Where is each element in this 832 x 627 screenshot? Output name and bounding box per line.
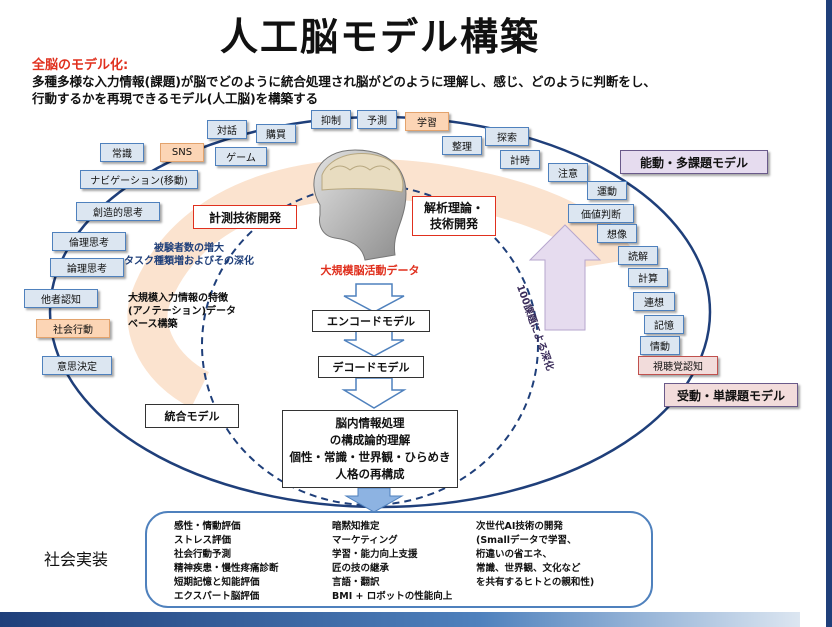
- encode-model-box: エンコードモデル: [312, 310, 430, 332]
- apps-col2-item: マーケティング: [332, 535, 398, 546]
- social-panel: [145, 511, 653, 608]
- big-brain-data-label: 大規模脳活動データ: [320, 264, 420, 277]
- left-note-line-1: 被験者数の増大: [154, 243, 224, 254]
- left-note-line-2: タスク種類増およびその深化: [124, 256, 254, 267]
- apps-col1-item: 社会行動予測: [174, 549, 232, 560]
- task-box-value-judgment: 価値判断: [568, 204, 634, 223]
- cycle-arrow-left: [127, 293, 210, 408]
- intro-line-1: 多種多様な入力情報(課題)が脳でどのように統合処理され脳がどのように理解し、感じ…: [32, 74, 656, 89]
- apps-col2-item: 学習・能力向上支援: [332, 549, 418, 560]
- human-head-brain-icon: [313, 149, 407, 261]
- task-box-decision: 意思決定: [42, 356, 112, 375]
- analysis-dev-line-1: 解析理論・: [423, 201, 484, 215]
- apps-column-2: 暗黙知推定 マーケティング 学習・能力向上支援 匠の技の継承 言語・翻訳 BMI…: [332, 520, 452, 604]
- apps-col3-item: 桁違いの省エネ、: [476, 549, 553, 560]
- passive-single-task-model: 受動・単課題モデル: [664, 383, 798, 407]
- task-box-game: ゲーム: [215, 147, 267, 166]
- task-box-navigation: ナビゲーション(移動): [80, 170, 198, 189]
- integration-model-box: 統合モデル: [145, 404, 239, 428]
- task-box-social-behavior: 社会行動: [36, 319, 110, 338]
- brain-info-line-3: 個性・常識・世界観・ひらめき: [289, 450, 451, 464]
- brain-info-line-2: の構成論的理解: [329, 433, 411, 447]
- apps-col1-item: 感性・情動評価: [174, 521, 241, 532]
- apps-col1-item: 短期記憶と知能評価: [174, 577, 260, 588]
- db-note-line-3: ベース構築: [128, 319, 178, 330]
- task-box-timing: 計時: [500, 150, 540, 169]
- apps-col3-item: (Smallデータで学習、: [476, 535, 577, 546]
- decode-model-box: デコードモデル: [318, 356, 424, 378]
- flow-arrow-2: [343, 329, 405, 357]
- task-box-common-sense: 常識: [100, 143, 144, 162]
- task-box-dialogue: 対話: [207, 120, 247, 139]
- task-box-purchase: 購買: [256, 124, 296, 143]
- task-box-creative-thinking: 創造的思考: [76, 202, 160, 221]
- task-box-search: 探索: [485, 127, 529, 146]
- apps-col2-item: 暗黙知推定: [332, 521, 380, 532]
- flow-arrow-1: [343, 283, 405, 313]
- right-edge-bar: [826, 0, 832, 627]
- apps-column-3: 次世代AI技術の開発 (Smallデータで学習、 桁違いの省エネ、 常識、世界観…: [476, 520, 594, 590]
- flow-arrow-3: [341, 377, 407, 409]
- task-box-audiovisual: 視聴覚認知: [638, 356, 718, 375]
- intro-line-2: 行動するかを再現できるモデル(人工脳)を構築する: [32, 91, 319, 106]
- task-box-other-cognition: 他者認知: [24, 289, 98, 308]
- arrow-depth-right: [528, 224, 602, 331]
- db-note-line-2: (アノテーション)データ: [128, 306, 237, 317]
- db-note-line-1: 大規模入力情報の特徴: [128, 293, 228, 304]
- task-box-ethical-thinking: 倫理思考: [52, 232, 126, 251]
- footer-bar: [0, 612, 800, 627]
- apps-col1-item: エクスパート脳評価: [174, 591, 260, 602]
- apps-col2-item: 言語・翻訳: [332, 577, 380, 588]
- task-box-imagination: 想像: [597, 224, 637, 243]
- task-box-prediction: 予測: [357, 110, 397, 129]
- left-note-subjects: 被験者数の増大 タスク種類増およびその深化: [124, 242, 254, 268]
- task-box-calculation: 計算: [628, 268, 668, 287]
- apps-col3-item: を共有するヒトとの親和性): [476, 577, 595, 588]
- task-box-emotion: 情動: [640, 336, 680, 355]
- analysis-dev-box: 解析理論・ 技術開発: [412, 196, 496, 236]
- task-box-reading: 読解: [618, 246, 658, 265]
- brain-info-line-4: 人格の再構成: [335, 467, 405, 481]
- task-box-association: 連想: [633, 292, 675, 311]
- task-box-logical-thinking: 論理思考: [50, 258, 124, 277]
- apps-col2-item: 匠の技の継承: [332, 563, 390, 574]
- task-box-learning: 学習: [405, 112, 449, 131]
- task-box-motion: 運動: [587, 181, 627, 200]
- social-implementation-label: 社会実装: [44, 550, 109, 569]
- brain-info-box: 脳内情報処理 の構成論的理解 個性・常識・世界観・ひらめき 人格の再構成: [282, 410, 458, 488]
- apps-col3-item: 常識、世界観、文化など: [476, 563, 581, 574]
- analysis-dev-line-2: 技術開発: [429, 217, 478, 231]
- task-box-sns: SNS: [160, 143, 204, 162]
- apps-col1-item: ストレス評価: [174, 535, 232, 546]
- page-title: 人工脳モデル構築: [219, 15, 540, 59]
- task-box-memory: 記憶: [644, 315, 684, 334]
- measurement-dev-box: 計測技術開発: [193, 205, 297, 229]
- apps-column-1: 感性・情動評価 ストレス評価 社会行動予測 精神疾患・慢性疼痛診断 短期記憶と知…: [174, 520, 279, 604]
- flow-arrow-4: [344, 487, 404, 513]
- task-box-inhibition: 抑制: [311, 110, 351, 129]
- apps-col1-item: 精神疾患・慢性疼痛診断: [174, 563, 279, 574]
- task-box-attention: 注意: [548, 163, 588, 182]
- task-box-organize: 整理: [442, 136, 482, 155]
- left-note-database: 大規模入力情報の特徴 (アノテーション)データ ベース構築: [128, 292, 236, 331]
- apps-col2-item: BMI + ロボットの性能向上: [332, 591, 453, 602]
- active-multi-task-model: 能動・多課題モデル: [620, 150, 768, 174]
- brain-info-line-1: 脳内情報処理: [335, 416, 405, 430]
- apps-col3-item: 次世代AI技術の開発: [476, 521, 563, 532]
- subtitle: 全脳のモデル化:: [32, 58, 129, 73]
